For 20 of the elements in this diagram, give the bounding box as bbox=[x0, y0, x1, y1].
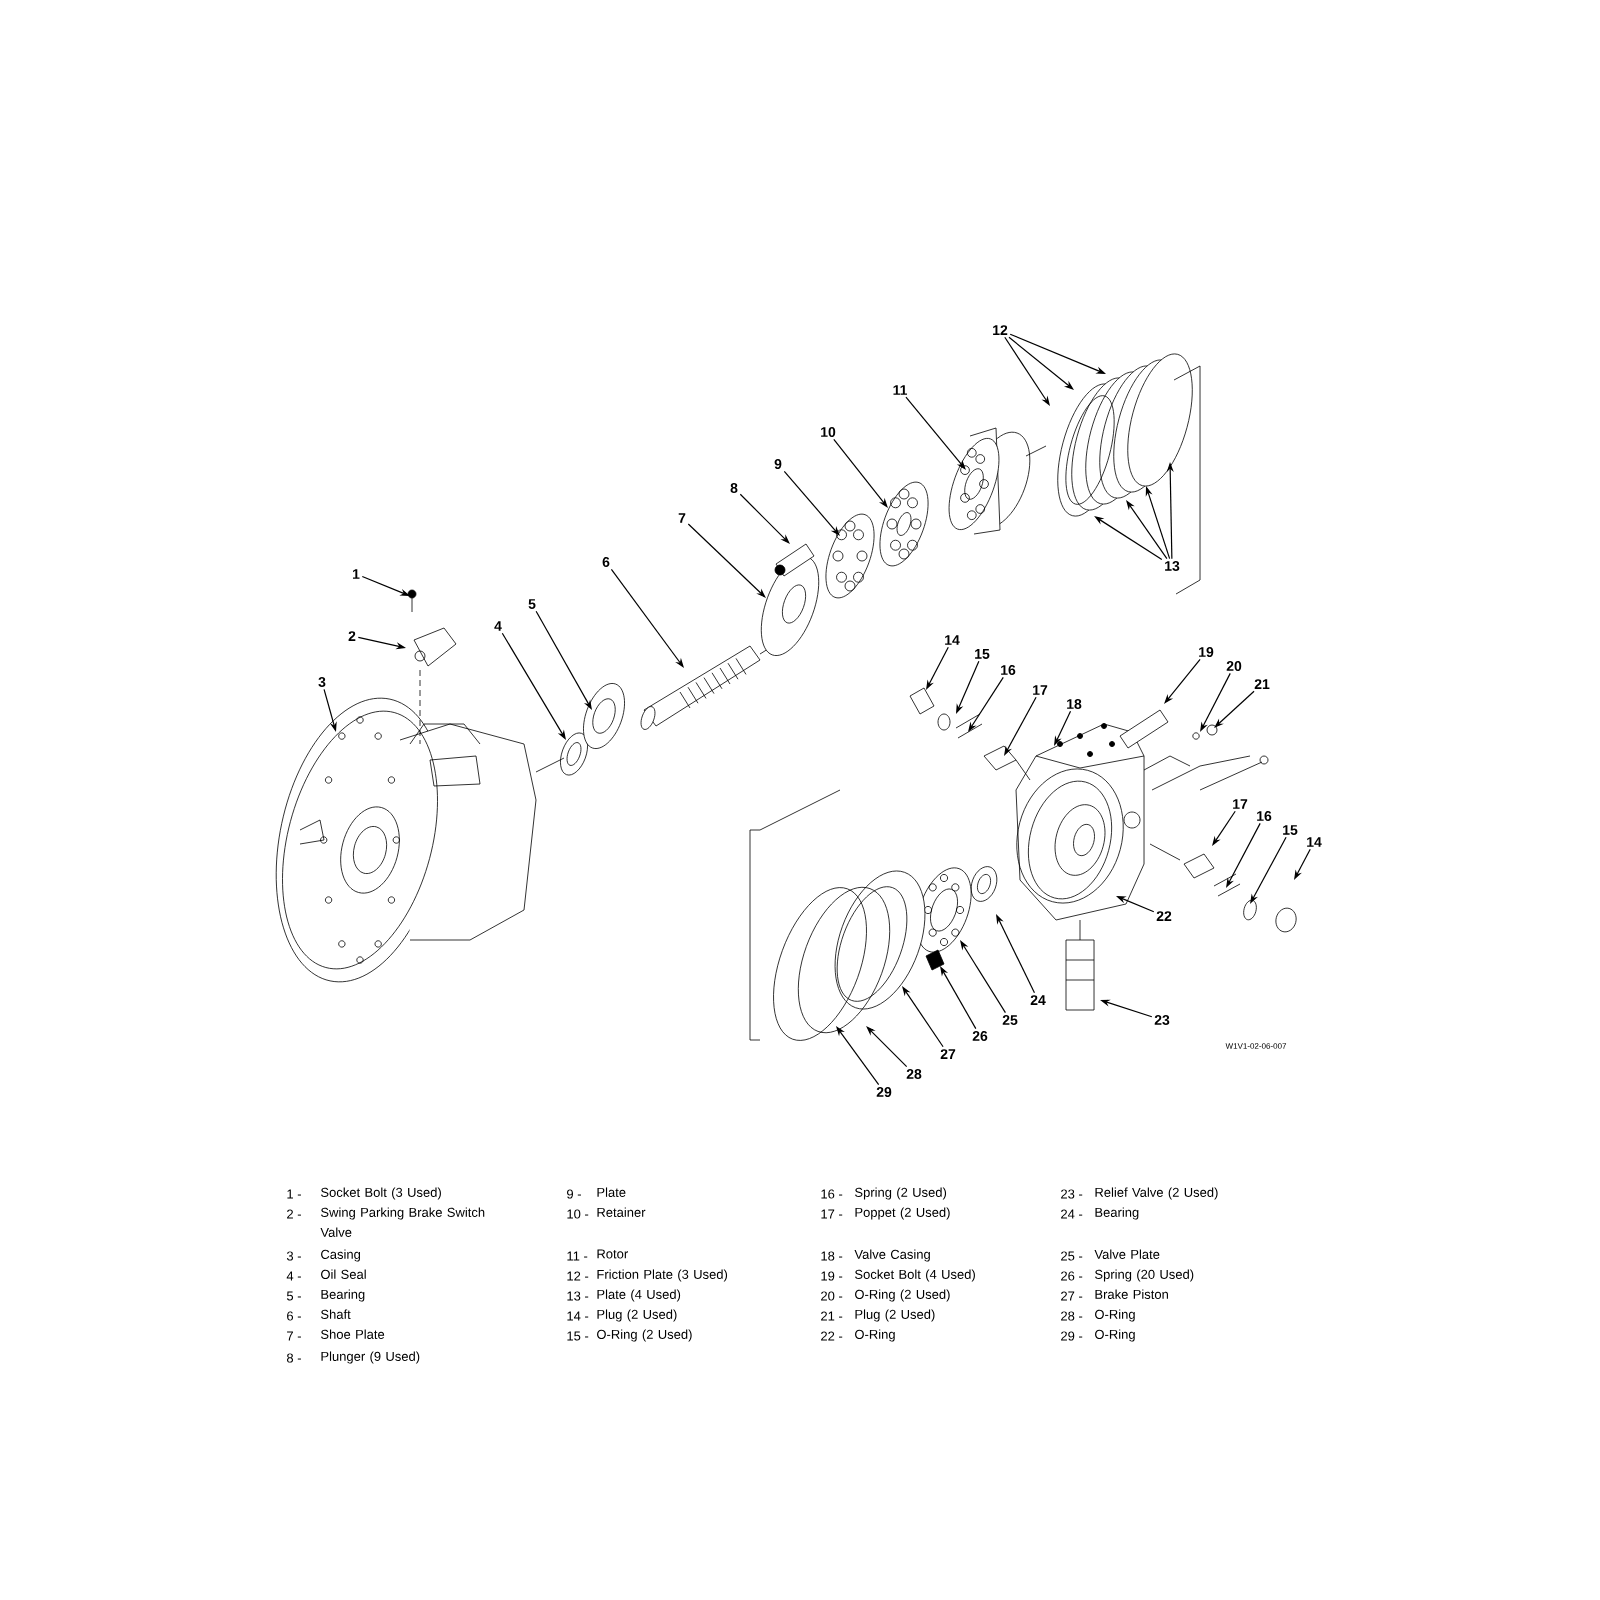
leader-arrow bbox=[866, 1026, 908, 1068]
leader-arrow bbox=[739, 493, 790, 544]
leader-arrow bbox=[836, 1026, 880, 1086]
leader-arrow bbox=[833, 438, 888, 508]
leader-arrow bbox=[687, 523, 766, 598]
leader-arrow bbox=[968, 676, 1004, 732]
leader-arrow bbox=[1164, 658, 1201, 704]
leader-arrow bbox=[905, 396, 966, 470]
leader-arrow bbox=[535, 610, 592, 710]
leader-arrow bbox=[1212, 810, 1236, 846]
leader-arrow bbox=[1214, 690, 1255, 728]
leader-arrow bbox=[610, 568, 684, 668]
leader-arrow bbox=[1008, 336, 1074, 390]
leader-arrow bbox=[1126, 500, 1168, 560]
leader-arrow bbox=[902, 986, 944, 1048]
leader-arrow bbox=[501, 632, 566, 740]
leader-arrow bbox=[783, 470, 840, 536]
leader-arrow bbox=[1094, 516, 1163, 561]
leader-arrow bbox=[1004, 336, 1050, 406]
leader-arrow bbox=[960, 940, 1006, 1014]
